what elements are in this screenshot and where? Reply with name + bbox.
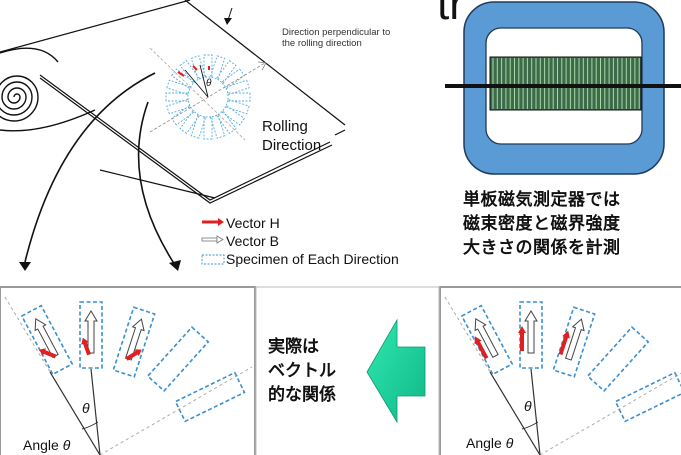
- specimen-rect: [165, 92, 189, 102]
- specimen-rect: [179, 110, 201, 134]
- right-panel: [439, 286, 681, 455]
- angle-text: Angle: [466, 435, 502, 451]
- specimen-rect: [209, 114, 226, 139]
- tester-caption-line: 磁束密度と磁界強度: [463, 214, 621, 233]
- tester-caption-line: 単板磁気測定器では: [463, 190, 621, 209]
- specimen-rect: [146, 325, 210, 393]
- coil-spiral-icon: [0, 47, 96, 132]
- right-theta-label: θ: [524, 398, 532, 414]
- arrow-down-right-icon: [169, 260, 181, 271]
- vector-h-arrow-icon: [518, 326, 526, 351]
- left-angle-label: Angle θ: [23, 437, 70, 453]
- specimen-rect: [552, 306, 596, 378]
- tester-partial-text: tr: [437, 0, 464, 29]
- specimen-rect: [215, 110, 237, 134]
- specimen-rect: [209, 55, 226, 80]
- specimen-rect: [79, 301, 103, 369]
- specimen-rect: [225, 98, 250, 115]
- specimen-rect: [190, 114, 207, 139]
- vector-b-arrow-icon: [84, 310, 98, 354]
- vector-h-arrow-icon: [81, 337, 91, 356]
- vector-relation-caption: 実際は ベクトル 的な関係: [268, 335, 336, 407]
- tester-caption: 単板磁気測定器では 磁束密度と磁界強度 大きさの関係を計測: [463, 188, 681, 260]
- specimen-rect: [460, 304, 514, 376]
- specimen-rect: [166, 98, 191, 115]
- theta-symbol: θ: [505, 435, 514, 451]
- rolling-direction-label: Rolling Direction: [262, 117, 321, 155]
- vector-h-arrow-icon: [474, 336, 489, 360]
- specimen-rect: [20, 304, 74, 376]
- left-panel: [0, 286, 256, 455]
- tester-caption-line: 大きさの関係を計測: [463, 238, 621, 257]
- rolling-line-1: Rolling: [262, 118, 308, 135]
- specimen-rect: [112, 306, 156, 378]
- middle-caption-line: 的な関係: [268, 385, 336, 404]
- specimen-rect: [203, 54, 213, 78]
- left-theta-label: θ: [82, 400, 90, 416]
- green-left-arrow-icon: [366, 318, 426, 424]
- vector-b-arrow-icon: [564, 318, 585, 361]
- red-arrow-icon: [200, 217, 224, 229]
- vector-b-arrow-icon: [34, 317, 59, 358]
- right-angle-label: Angle θ: [466, 435, 513, 451]
- specimen-rect: [221, 104, 245, 126]
- legend-label: Vector H: [226, 215, 280, 231]
- specimen-rect: [174, 371, 246, 423]
- legend-item-specimen: Specimen of Each Direction: [200, 250, 399, 268]
- perpendicular-direction-label: Direction perpendicular to the rolling d…: [282, 27, 391, 49]
- specimen-rect: [227, 92, 251, 102]
- vector-b-arrow-icon: [474, 317, 499, 358]
- middle-caption-line: ベクトル: [268, 361, 336, 380]
- vector-h-arrow-icon: [125, 349, 142, 361]
- specimen-rect: [614, 371, 681, 423]
- specimen-rect: [215, 60, 237, 84]
- specimen-rect: [518, 301, 543, 369]
- top-theta-label: θ: [206, 78, 212, 89]
- legend: Vector H Vector B Specimen of Each Direc…: [200, 214, 399, 268]
- angle-text: Angle: [23, 437, 59, 453]
- specimen-ring: [165, 54, 251, 140]
- specimen-rect: [225, 79, 250, 96]
- legend-label: Vector B: [226, 233, 279, 249]
- rolling-line-2: Direction: [262, 137, 322, 154]
- vector-h-arrow-icon: [558, 330, 570, 356]
- specimen-rect: [171, 68, 195, 90]
- specimen-rect: [171, 104, 195, 126]
- dashed-rectangle-icon: [200, 253, 224, 265]
- middle-caption-line: 実際は: [268, 337, 319, 356]
- vector-h-arrow-icon: [38, 348, 57, 359]
- legend-label: Specimen of Each Direction: [226, 251, 399, 267]
- specimen-rect: [221, 68, 245, 90]
- vector-b-arrow-icon: [524, 310, 538, 354]
- hollow-arrow-icon: [200, 235, 224, 247]
- arrow-down-left-icon: [19, 262, 31, 271]
- specimen-rect: [179, 60, 201, 84]
- theta-symbol: θ: [62, 437, 71, 453]
- specimen-rect: [203, 116, 213, 140]
- specimen-rect: [166, 79, 191, 96]
- legend-item-vector-h: Vector H: [200, 214, 399, 232]
- legend-item-vector-b: Vector B: [200, 232, 399, 250]
